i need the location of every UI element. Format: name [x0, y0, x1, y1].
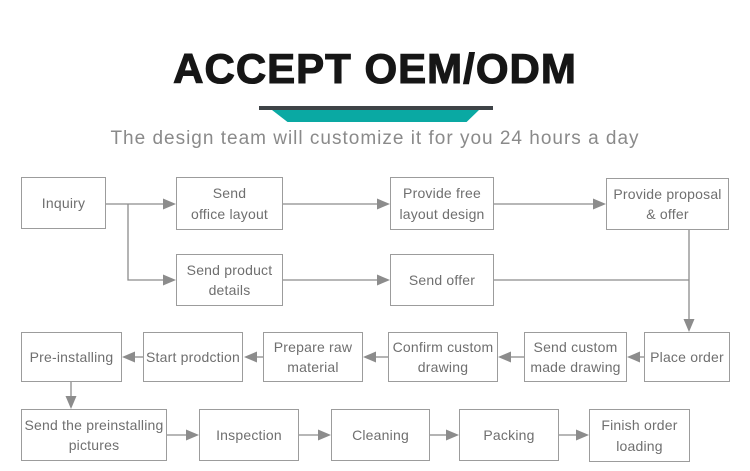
arrowhead-icon — [627, 351, 640, 363]
flow-node-confirm-custom-drawing: Confirm custom drawing — [388, 332, 498, 382]
arrowhead-icon — [65, 396, 77, 409]
arrowhead-icon — [363, 351, 376, 363]
arrowhead-icon — [377, 198, 390, 210]
flow-node-finish-order-loading: Finish order loading — [589, 409, 690, 462]
arrowhead-icon — [163, 198, 176, 210]
flow-node-packing: Packing — [459, 409, 559, 461]
flow-node-pre-installing: Pre-installing — [21, 332, 122, 382]
flow-node-inquiry: Inquiry — [21, 177, 106, 229]
arrowhead-icon — [593, 198, 606, 210]
flow-node-send-custom-made-drawing: Send custom made drawing — [524, 332, 627, 382]
flow-node-start-prodction: Start prodction — [143, 332, 243, 382]
arrowhead-icon — [318, 429, 331, 441]
flow-node-send-product-details: Send product details — [176, 254, 283, 306]
page-subtitle: The design team will customize it for yo… — [110, 128, 640, 149]
arrowhead-icon — [683, 319, 695, 332]
arrowhead-icon — [446, 429, 459, 441]
flow-node-prepare-raw-material: Prepare raw material — [263, 332, 363, 382]
arrowhead-icon — [244, 351, 257, 363]
flow-node-send-offer: Send offer — [390, 254, 494, 306]
title-underline-trapezoid — [272, 110, 479, 122]
connector-line — [127, 204, 163, 281]
arrowhead-icon — [122, 351, 135, 363]
flow-node-provide-free-layout-design: Provide free layout design — [390, 177, 494, 230]
flow-node-cleaning: Cleaning — [331, 409, 430, 461]
arrowheads — [65, 198, 695, 441]
flow-node-inspection: Inspection — [199, 409, 299, 461]
title-underline-bar — [259, 106, 493, 110]
flow-node-place-order: Place order — [644, 332, 730, 382]
flow-node-provide-proposal-offer: Provide proposal & offer — [606, 178, 729, 230]
arrowhead-icon — [186, 429, 199, 441]
arrowhead-icon — [576, 429, 589, 441]
arrowhead-icon — [163, 274, 176, 286]
flow-node-send-preinstalling-pictures: Send the preinstalling pictures — [21, 409, 167, 461]
arrowhead-icon — [377, 274, 390, 286]
arrowhead-icon — [498, 351, 511, 363]
flow-node-send-office-layout: Send office layout — [176, 177, 283, 230]
connector-lines — [70, 203, 690, 436]
page-title: ACCEPT OEM/ODM — [173, 45, 577, 92]
